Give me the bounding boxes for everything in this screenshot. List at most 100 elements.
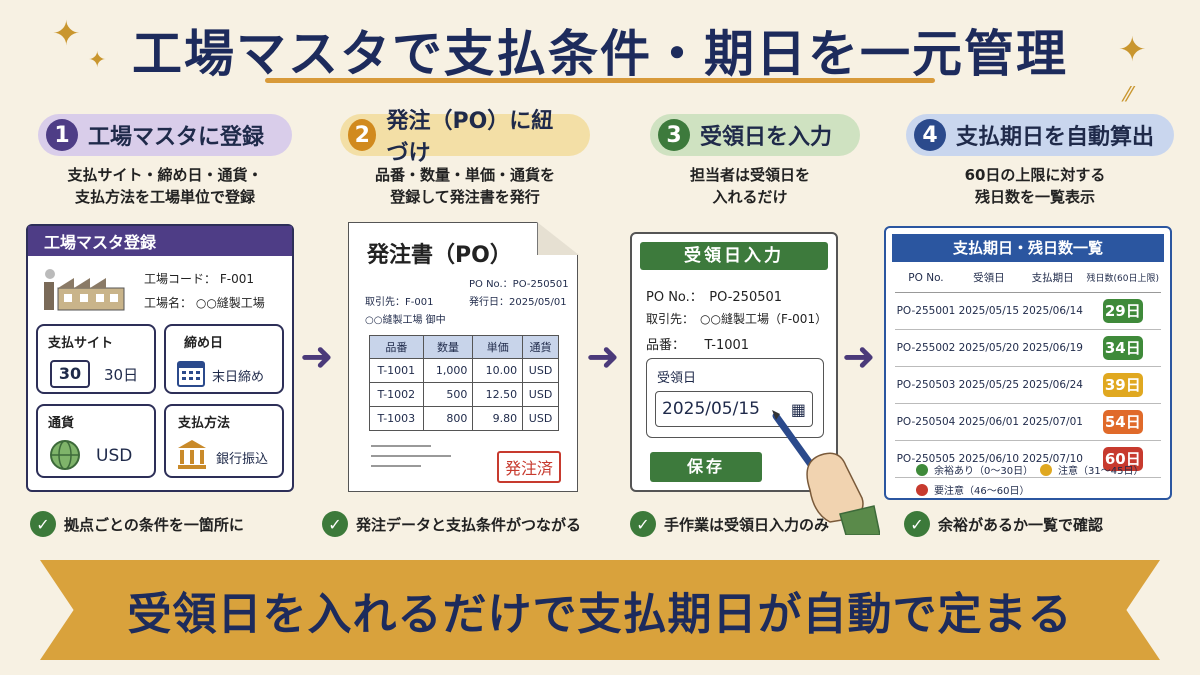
sparkle-icon: ✦ <box>88 48 107 73</box>
po-cell: 500 <box>422 382 474 407</box>
receipt-date-input[interactable]: 2025/05/15 ▦ <box>655 391 813 427</box>
step-4-number: 4 <box>914 119 946 151</box>
po-cell: USD <box>522 382 559 407</box>
payment-site-value: 30日 <box>104 366 139 384</box>
factory-master-card: 工場マスタ登録 工場コード： F-001 工場名： ○○縫製工場 支払サイト 3… <box>26 224 294 492</box>
legend-alert-label: 要注意（46〜60日） <box>934 486 1030 497</box>
arrow-right-icon: ➜ <box>300 334 334 380</box>
pay-cell: PO-250504 <box>895 403 957 441</box>
step-1-check-label: 拠点ごとの条件を一箇所に <box>64 515 244 534</box>
step-2-title: 発注（PO）に紐づけ <box>386 109 554 166</box>
po-cell: USD <box>522 358 559 383</box>
payment-due-header: 支払期日・残日数一覧 <box>892 234 1164 262</box>
save-button[interactable]: 保存 <box>650 452 762 482</box>
table-row: PO-250503 2025/05/25 2025/06/24 39日 <box>895 366 1161 404</box>
sparkle-icon: ✦ <box>1118 30 1147 70</box>
po-items-table: 品番 数量 単価 通貨 T-1001 1,000 10.00 USD T-100… <box>369 335 559 431</box>
pay-cell: 2025/06/14 <box>1020 292 1085 330</box>
step-3-title: 受領日を入力 <box>700 125 833 150</box>
step-2-header: 2 発注（PO）に紐づけ <box>340 109 590 166</box>
sparkle-icon: ✦ <box>52 14 81 54</box>
pay-cell: 2025/06/19 <box>1020 329 1085 367</box>
step-1-check: ✓ 拠点ごとの条件を一箇所に <box>30 511 244 537</box>
pay-cell: 2025/05/25 <box>956 366 1021 404</box>
step-3-desc-line1: 担当者は受領日を <box>689 166 810 184</box>
text-line <box>371 445 431 447</box>
check-icon: ✓ <box>630 511 656 537</box>
po-col-header: 通貨 <box>522 335 559 359</box>
ordered-stamp: 発注済 <box>497 451 562 483</box>
step-4-description: 60日の上限に対する 残日数を一覧表示 <box>900 164 1170 208</box>
pay-cell: PO-250503 <box>895 366 957 404</box>
step-3-check-label: 手作業は受領日入力のみ <box>664 515 830 534</box>
po-title: 発注書（PO） <box>367 243 512 268</box>
pay-cell: 2025/05/20 <box>956 329 1021 367</box>
pay-cell: PO-255002 <box>895 329 957 367</box>
step-3-number: 3 <box>658 119 690 151</box>
check-icon: ✓ <box>322 511 348 537</box>
receipt-input-card: 受領日入力 PO No.： PO-250501 取引先： ○○縫製工場（F-00… <box>630 232 838 492</box>
closing-day-box: 締め日 末日締め <box>164 324 284 394</box>
po-col-header: 品番 <box>369 335 424 359</box>
globe-icon <box>50 440 80 470</box>
po-cell: T-1002 <box>369 382 424 407</box>
po-cell: 12.50 <box>472 382 524 407</box>
pay-cell: 2025/07/10 <box>1020 440 1085 478</box>
hand-pen-icon <box>772 410 880 535</box>
table-row: T-1002 500 12.50 USD <box>369 382 559 407</box>
closing-day-label: 締め日 <box>184 336 224 351</box>
payment-due-table: PO No. 受領日 支払期日 残日数(60日上限) PO-255001 202… <box>895 264 1161 478</box>
payment-due-card: 支払期日・残日数一覧 PO No. 受領日 支払期日 残日数(60日上限) PO… <box>884 226 1172 500</box>
step-2-description: 品番・数量・単価・通貨を 登録して発注書を発行 <box>330 164 600 208</box>
factory-name-value: ○○縫製工場 <box>195 296 265 310</box>
step-1-desc-line1: 支払サイト・締め日・通貨・ <box>67 166 263 184</box>
po-cell: USD <box>522 406 559 431</box>
page-fold <box>537 222 579 255</box>
pay-cell: PO-255001 <box>895 292 957 330</box>
banner-ribbon <box>40 560 1160 660</box>
legend-warn-dot <box>1040 463 1052 476</box>
po-col-header: 単価 <box>472 335 524 359</box>
step-4-check-label: 余裕があるか一覧で確認 <box>938 515 1104 534</box>
pay-col-header: 支払期日 <box>1020 264 1085 293</box>
currency-label: 通貨 <box>48 416 75 431</box>
days-remaining-badge: 54日 <box>1102 409 1143 434</box>
payment-site-label: 支払サイト <box>48 336 114 351</box>
check-icon: ✓ <box>30 511 56 537</box>
step-3-description: 担当者は受領日を 入れるだけ <box>620 164 880 208</box>
receipt-date-group: 受領日 2025/05/15 ▦ <box>646 358 824 438</box>
days-remaining-badge: 34日 <box>1102 335 1143 360</box>
po-number: PO No.：PO-250501 <box>469 279 569 290</box>
step-1-desc-line2: 支払方法を工場単位で登録 <box>74 188 255 206</box>
factory-code-row: 工場コード： F-001 <box>144 270 254 287</box>
receipt-input-header: 受領日入力 <box>640 242 828 270</box>
days-remaining-badge: 39日 <box>1102 372 1143 397</box>
calendar-icon: 30 <box>50 360 90 388</box>
payment-method-box: 支払方法 銀行振込 <box>164 404 284 478</box>
currency-value: USD <box>96 446 133 466</box>
calendar-grid-icon <box>177 361 205 387</box>
closing-day-value: 末日締め <box>212 370 265 385</box>
title-underline <box>265 78 935 83</box>
po-cell: 9.80 <box>472 406 524 431</box>
po-supplier: 取引先：F-001 <box>365 297 434 308</box>
po-cell: 800 <box>422 406 474 431</box>
pay-cell: 2025/07/01 <box>1020 403 1085 441</box>
legend-ok-dot <box>916 463 928 476</box>
check-icon: ✓ <box>904 511 930 537</box>
step-4-check: ✓ 余裕があるか一覧で確認 <box>904 511 1103 537</box>
pay-cell: 2025/06/10 <box>956 440 1021 478</box>
step-2-desc-line1: 品番・数量・単価・通貨を <box>374 166 555 184</box>
step-1-description: 支払サイト・締め日・通貨・ 支払方法を工場単位で登録 <box>30 164 300 208</box>
payment-method-value: 銀行振込 <box>216 452 269 467</box>
factory-name-label: 工場名： <box>144 296 193 310</box>
calendar-icon[interactable]: ▦ <box>790 399 806 419</box>
payment-site-box: 支払サイト 30 30日 <box>36 324 156 394</box>
table-row: T-1003 800 9.80 USD <box>369 406 559 431</box>
legend-warn-label: 注意（31〜45日） <box>1058 466 1144 477</box>
step-4-desc-line1: 60日の上限に対する <box>964 166 1106 184</box>
po-cell: 10.00 <box>472 358 524 383</box>
receipt-supplier: 取引先： ○○縫製工場（F-001） <box>646 312 828 326</box>
table-row: PO-250504 2025/06/01 2025/07/01 54日 <box>895 403 1161 441</box>
receipt-po-number: PO No.： PO-250501 <box>646 290 783 305</box>
